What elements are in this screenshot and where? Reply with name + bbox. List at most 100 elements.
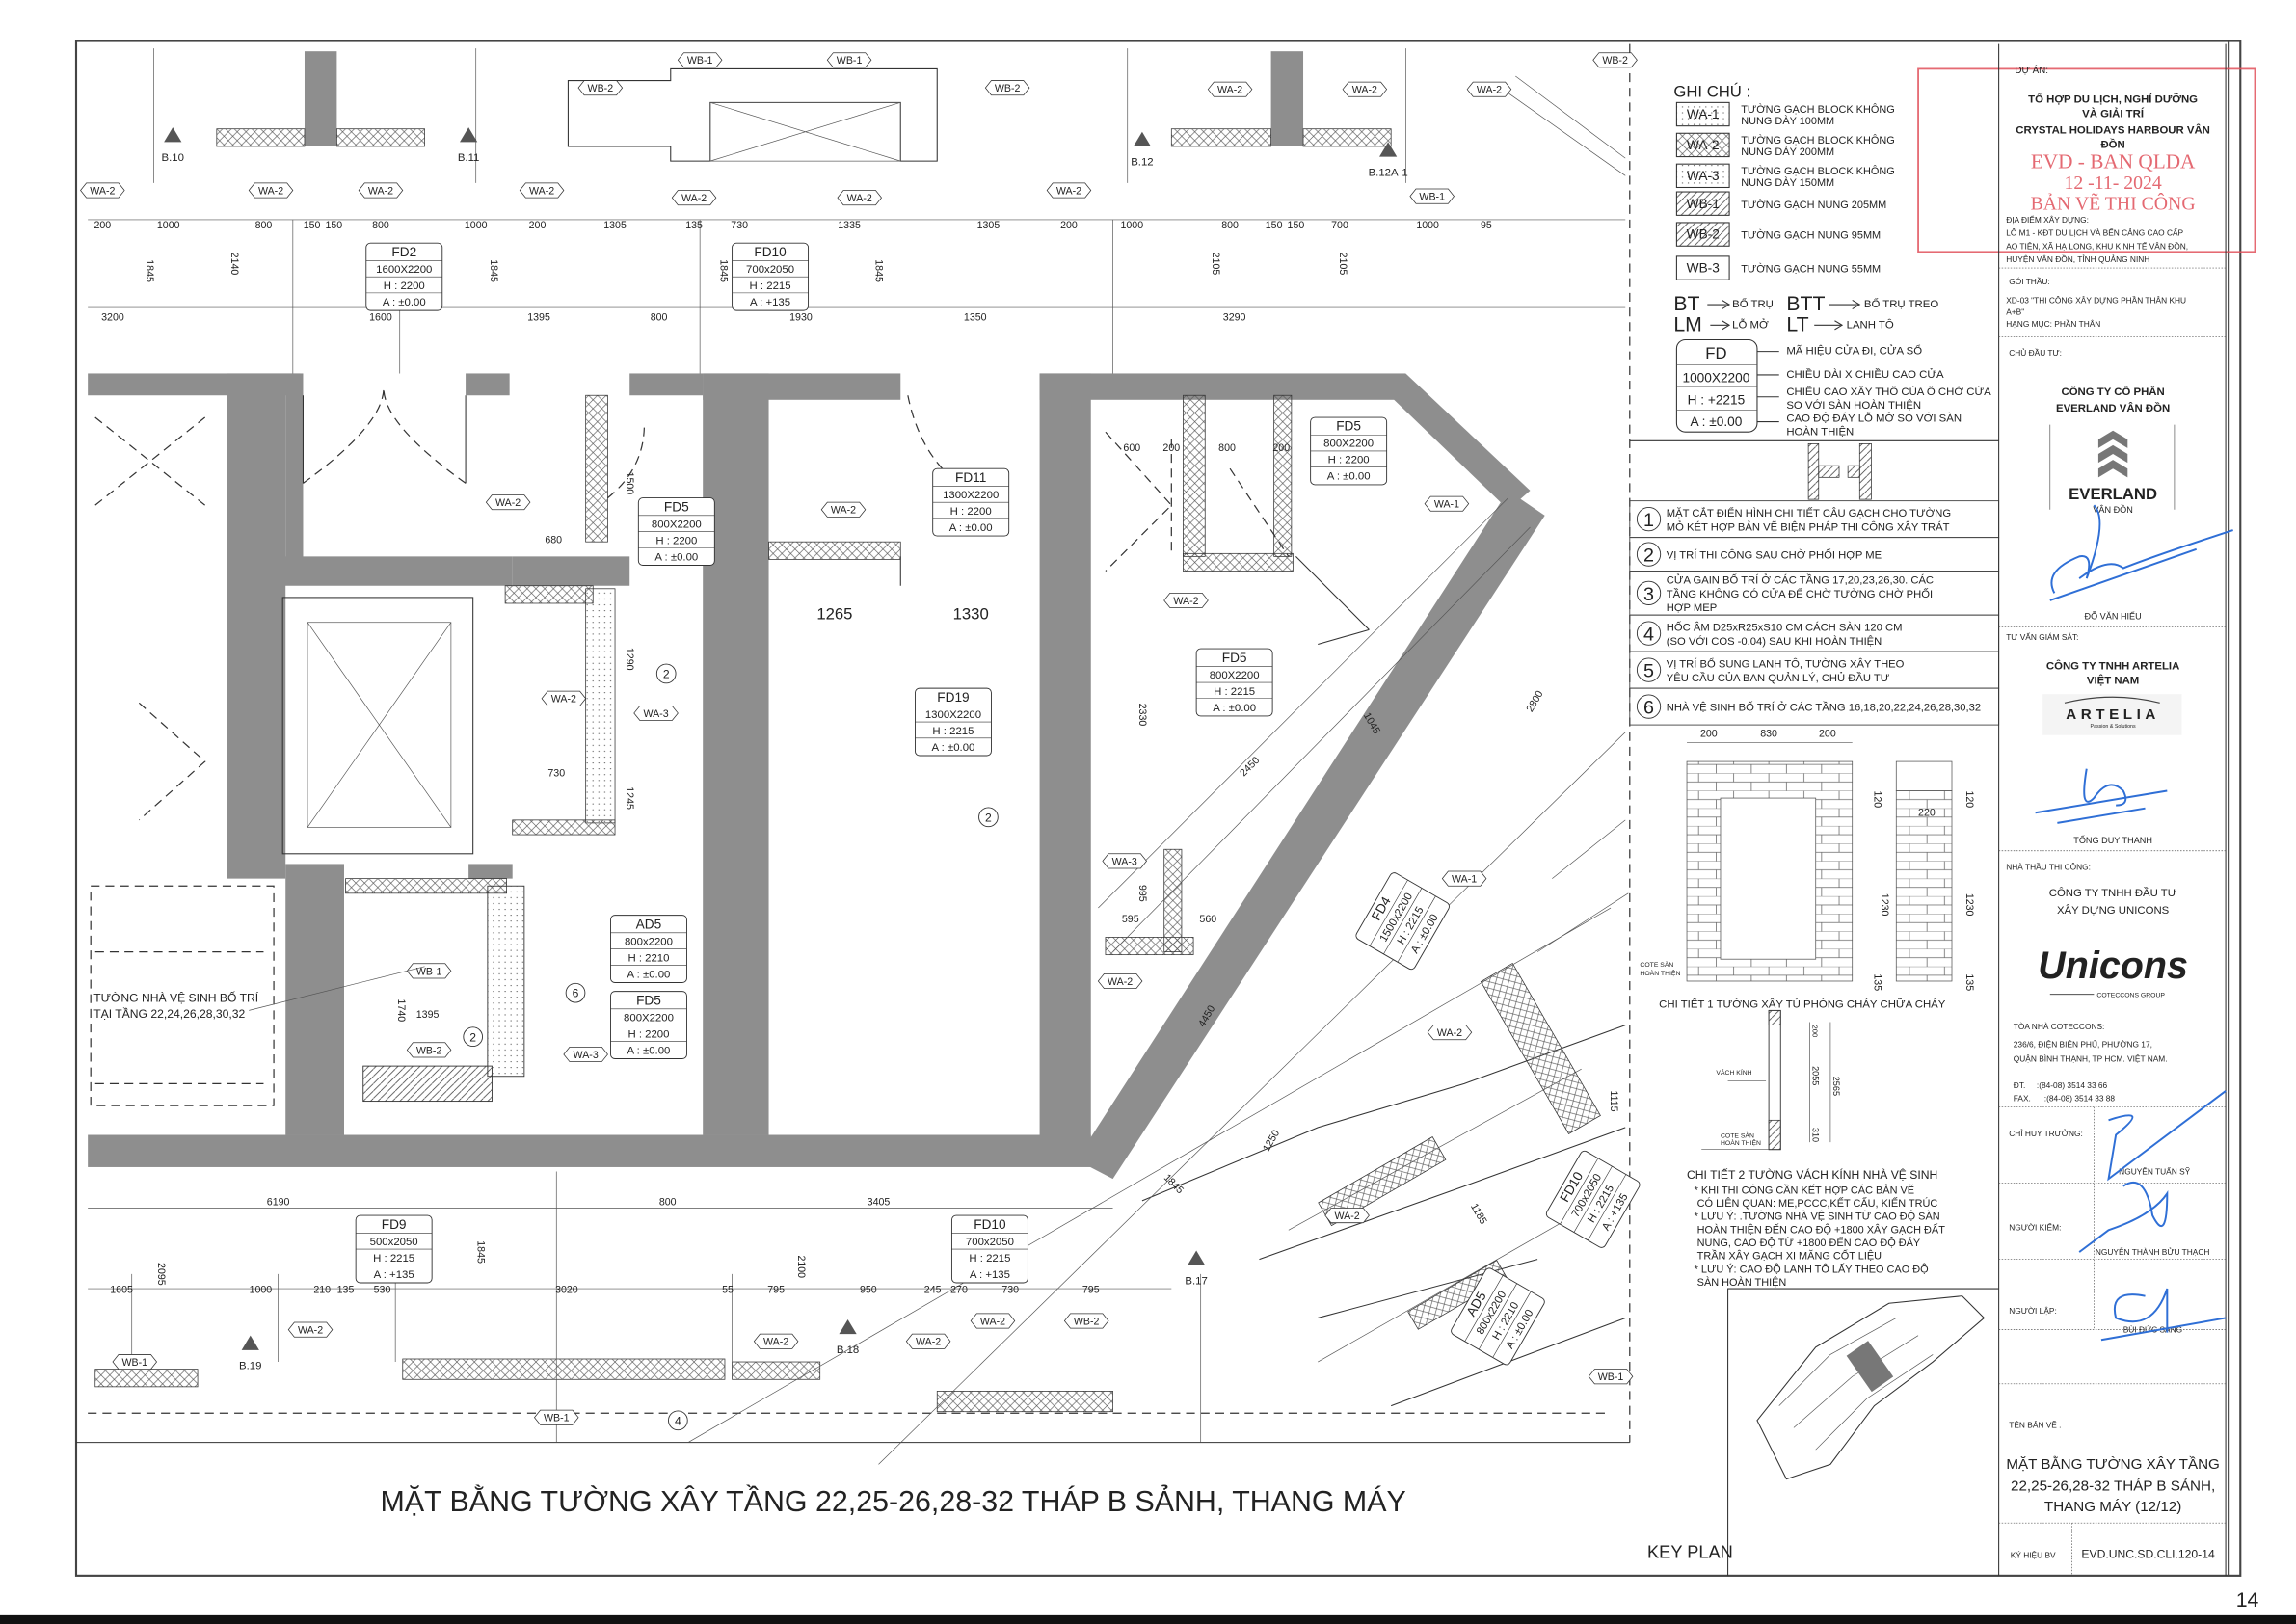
- wall-type-tag: WA-1: [1424, 495, 1470, 512]
- door-tag-line: 800X2200: [1323, 439, 1374, 450]
- door-tag-line: FD10: [754, 245, 787, 259]
- door-tag-line: H : 2200: [627, 1028, 669, 1040]
- note-text: MẶT CẮT ĐIỂN HÌNH CHI TIẾT CÂU GẠCH CHO …: [1667, 507, 1951, 519]
- svg-text:WA-2: WA-2: [1217, 85, 1242, 96]
- svg-text:WA-2: WA-2: [529, 185, 554, 197]
- material-desc: TƯỜNG GẠCH NUNG 55MM: [1741, 263, 1881, 276]
- wall-type-tag: WA-2: [1427, 1025, 1473, 1041]
- note-reference-marker: 4: [668, 1410, 688, 1431]
- svg-text:EVD - BAN QLDA: EVD - BAN QLDA: [2031, 150, 2196, 173]
- svg-text:WA-2: WA-2: [681, 193, 707, 204]
- signature: [2049, 504, 2233, 601]
- signature: [2078, 1090, 2227, 1342]
- door-tag-line: H : 2215: [750, 280, 791, 292]
- svg-text:WA-2: WA-2: [980, 1316, 1005, 1327]
- svg-text:WB-1: WB-1: [544, 1413, 570, 1424]
- svg-text:WB-1: WB-1: [416, 966, 442, 977]
- abbr-meaning: LANH TÔ: [1847, 318, 1894, 331]
- note-text: HỢP MEP: [1667, 602, 1718, 614]
- svg-text:WA-2: WA-2: [763, 1337, 788, 1348]
- svg-text:FAX. :(84-08) 3514 33 88: FAX. :(84-08) 3514 33 88: [2014, 1094, 2116, 1104]
- dimension-value: 800: [651, 312, 668, 324]
- door-tag-line: FD10: [974, 1217, 1006, 1232]
- toilet-annotation: TẠI TẦNG 22,24,26,28,30,32: [93, 1006, 245, 1021]
- dimension-value: 3020: [555, 1285, 578, 1296]
- dimension-value: 1845: [872, 259, 884, 282]
- svg-text:MẶT BẰNG TƯỜNG XÂY TẦNG: MẶT BẰNG TƯỜNG XÂY TẦNG: [2006, 1455, 2219, 1473]
- door-tag-line: 1600X2200: [376, 264, 432, 276]
- door-tag-line: FD9: [382, 1217, 407, 1232]
- svg-text:WA-3: WA-3: [643, 708, 668, 720]
- svg-text:WA-3: WA-3: [1112, 856, 1137, 867]
- svg-text:WB-2: WB-2: [1074, 1316, 1100, 1327]
- svg-text:VÀ GIẢI TRÍ: VÀ GIẢI TRÍ: [2082, 108, 2145, 120]
- material-desc: TƯỜNG GẠCH BLOCK KHÔNG: [1741, 103, 1894, 116]
- svg-text:CÔNG TY TNHH ARTELIA: CÔNG TY TNHH ARTELIA: [2046, 659, 2179, 672]
- svg-text:120: 120: [1871, 790, 1882, 808]
- material-desc: NUNG DÀY 150MM: [1741, 176, 1834, 189]
- dimension-value: 200: [1272, 442, 1290, 454]
- dimension-value: 2105: [1337, 253, 1348, 276]
- dimension-value: 2330: [1136, 704, 1148, 727]
- svg-text:220: 220: [1918, 807, 1936, 818]
- door-tag-line: FD19: [937, 690, 969, 705]
- svg-text:NGƯỜI LẬP:: NGƯỜI LẬP:: [2009, 1306, 2057, 1316]
- svg-text:NGƯỜI KIỂM:: NGƯỜI KIỂM:: [2009, 1221, 2061, 1232]
- wall-type-tag: WA-2: [1046, 182, 1092, 199]
- grid-axis-marker: B.17: [1185, 1250, 1208, 1288]
- grid-axis-marker: B.12: [1131, 131, 1154, 169]
- svg-text:Unicons: Unicons: [2038, 945, 2188, 987]
- detail-2-note: NUNG, CAO ĐỘ TỪ +1800 ĐẾN CAO ĐỘ ĐÁY: [1697, 1237, 1921, 1249]
- note-number: 6: [1643, 698, 1654, 719]
- door-tag-line: 500x2050: [370, 1237, 418, 1248]
- svg-text:WB-1: WB-1: [687, 55, 713, 67]
- key-plan: KEY PLAN: [1647, 1288, 1999, 1576]
- wall-type-tag: WA-2: [1324, 1208, 1370, 1224]
- dimension-value: 1740: [395, 999, 407, 1023]
- svg-text:ĐỒN: ĐỒN: [2100, 138, 2124, 150]
- dimension-value: 2100: [795, 1255, 807, 1278]
- svg-text:COTECCONS GROUP: COTECCONS GROUP: [2096, 993, 2165, 999]
- note-text: HỐC ÂM D25xR25xS10 CM CÁCH SÀN 120 CM: [1667, 621, 1903, 634]
- wall-type-tag: WB-1: [1409, 188, 1455, 204]
- note-number: 2: [1643, 546, 1654, 567]
- wall-type-tag: WB-1: [826, 52, 872, 68]
- material-desc: NUNG DÀY 100MM: [1741, 115, 1834, 127]
- svg-text:CRYSTAL HOLIDAYS HARBOUR VÂN: CRYSTAL HOLIDAYS HARBOUR VÂN: [2016, 123, 2210, 136]
- svg-text:B.11: B.11: [458, 152, 480, 164]
- door-tag-line: H : 2200: [950, 506, 992, 518]
- svg-text:BÙI ĐỨC SANG: BÙI ĐỨC SANG: [2123, 1325, 2182, 1335]
- wall-type-tag: WB-1: [406, 963, 452, 979]
- svg-text:WA-2: WA-2: [551, 694, 576, 706]
- svg-text:2565: 2565: [1831, 1077, 1841, 1096]
- wall-type-tag: WA-1: [1441, 870, 1487, 887]
- dimension-value: 1930: [789, 312, 813, 324]
- detail-1-caption: CHI TIẾT 1 TƯỜNG XÂY TỦ PHÒNG CHÁY CHỮA …: [1659, 998, 1946, 1010]
- note-reference-marker: 2: [655, 663, 677, 684]
- elevator-shaft: [281, 597, 474, 855]
- grid-axis-marker: B.12A-1: [1369, 142, 1408, 178]
- dimension-value: 1265: [816, 605, 852, 624]
- dimension-value: 1330: [953, 605, 989, 624]
- shaft: [709, 102, 901, 162]
- dimension-value: 600: [1123, 442, 1140, 454]
- wall-type-tag: WB-2: [1063, 1313, 1109, 1329]
- note-text: VỊ TRÍ BỔ SUNG LANH TÔ, TƯỜNG XÂY THEO: [1667, 658, 1905, 671]
- title-block: DỰ ÁN: TỔ HỢP DU LỊCH, NGHỈ DƯỠNG VÀ GIẢ…: [1998, 43, 2233, 1576]
- wall-segment: [1302, 128, 1392, 147]
- wall-type-tag: WB-2: [984, 80, 1030, 96]
- door-tag-line: H : 2215: [969, 1253, 1010, 1265]
- svg-text:B.12: B.12: [1131, 157, 1153, 169]
- door-tag-line: A : +135: [750, 297, 790, 308]
- door-tag-line: A : ±0.00: [932, 742, 975, 754]
- wall-type-tag: WA-2: [485, 494, 531, 511]
- dimension-value: 730: [1001, 1285, 1019, 1296]
- svg-text:WB-1: WB-1: [1419, 192, 1445, 203]
- everland-logo: EVERLAND VÂN ĐỒN: [2049, 424, 2176, 515]
- svg-text:WA-2: WA-2: [1477, 85, 1502, 96]
